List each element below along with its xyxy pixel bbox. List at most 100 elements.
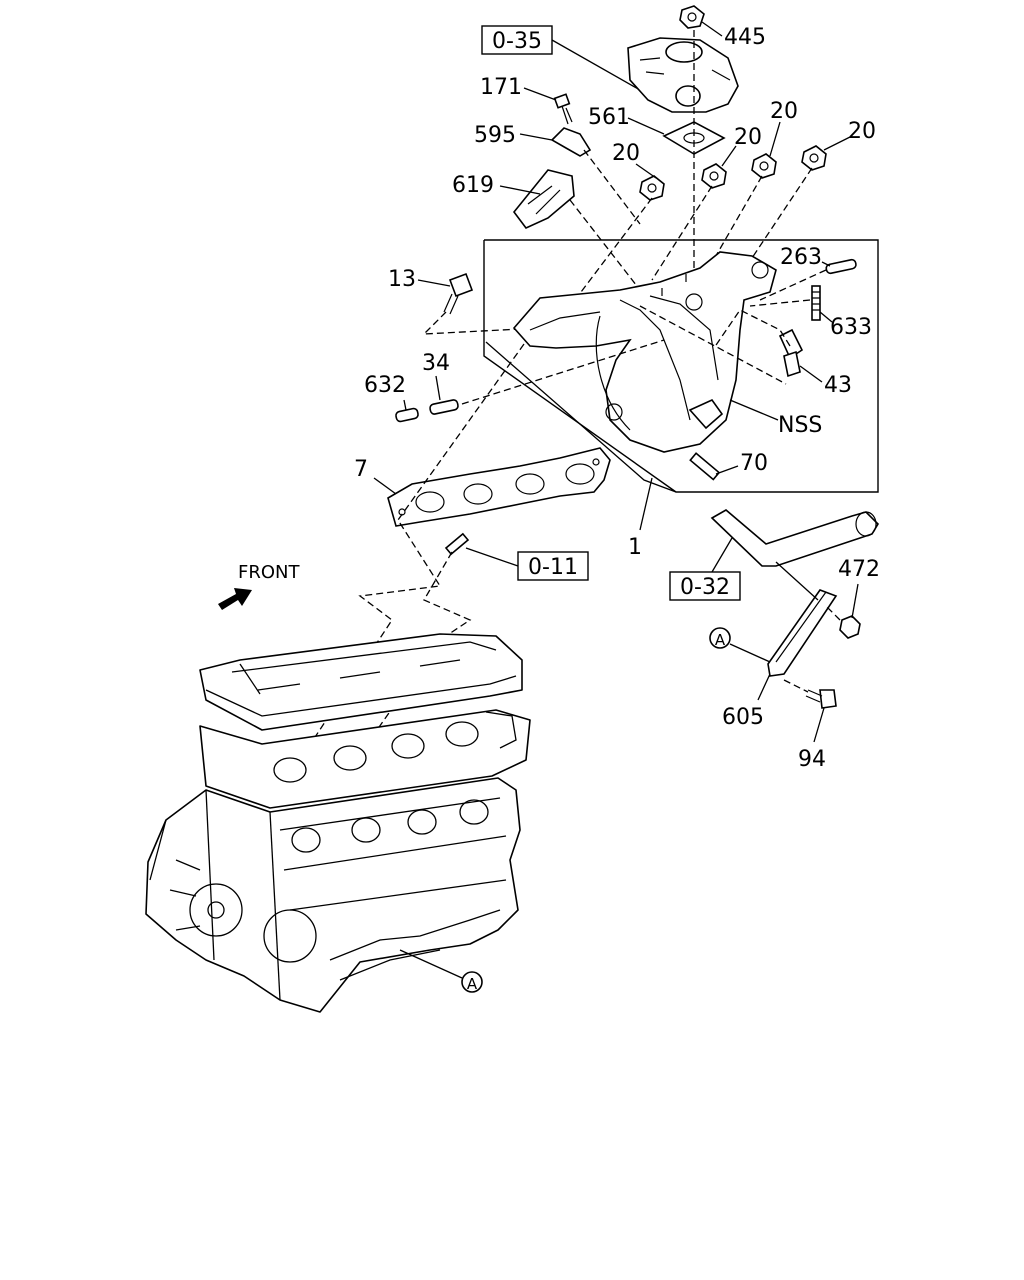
nut-20-b [701,163,727,189]
assembly-line-nut-a [577,197,653,297]
leader-70 [715,465,739,475]
leader-7 [373,477,397,495]
leader-605 [757,673,771,701]
callout-nss: NSS [778,413,822,438]
ref-box-0-32[interactable]: 0-32 [669,571,741,601]
gasket-7 [387,447,611,527]
nut-20-d [801,145,827,171]
throttle-body [627,37,739,113]
leader-595 [519,133,553,141]
bolt-13 [443,272,474,315]
callout-472: 472 [838,557,880,582]
leader-632 [403,399,407,411]
leader-nss [729,399,779,421]
leader-20-c [769,121,781,157]
leader-0-35 [551,39,641,91]
sensor-43 [778,328,804,378]
intake-manifold [512,251,777,453]
assembly-line-595 [583,149,641,225]
callout-171: 171 [480,75,522,100]
front-label: FRONT [238,562,300,583]
callout-20-b: 20 [734,125,762,150]
leader-0-11 [465,547,519,567]
ref-box-0-11-label: 0-11 [528,555,578,580]
assembly-line-43b [639,305,787,385]
leader-a-engine [399,949,463,979]
callout-619: 619 [452,173,494,198]
front-arrow-icon [218,588,252,610]
leader-263 [821,261,831,267]
marker-a-engine-label: A [467,975,478,993]
ref-box-0-11[interactable]: 0-11 [517,551,589,581]
callout-13: 13 [388,267,416,292]
leader-561 [627,117,665,135]
leader-a-bracket [729,643,771,663]
leader-pipe-to-bracket [775,561,819,601]
assembly-line-nut-b [651,185,713,281]
assembly-outline-box [483,239,879,493]
bracket-595 [550,127,592,157]
callout-20-c: 20 [770,99,798,124]
assembly-line-94 [783,679,809,693]
callout-561: 561 [588,105,630,130]
callout-445: 445 [724,25,766,50]
nut-20-c [751,153,777,179]
bolt-171 [553,93,573,125]
marker-a-bracket: A [709,627,731,649]
leader-472 [851,583,859,619]
engine-block [145,633,531,1013]
leader-171 [523,87,557,101]
leader-13 [417,279,451,287]
callout-263: 263 [780,245,822,270]
nut-20-a [639,175,665,201]
pin-34 [429,399,459,415]
callout-605: 605 [722,705,764,730]
callout-20-d: 20 [848,119,876,144]
callout-70: 70 [740,451,768,476]
nut-445 [679,5,705,29]
ref-box-0-32-label: 0-32 [680,575,730,600]
marker-a-engine: A [461,971,483,993]
pin-263 [825,258,857,275]
callout-94: 94 [798,747,826,772]
assembly-line-34 [461,339,665,405]
pin-632 [395,407,419,423]
gasket-561 [662,121,726,155]
stud-70 [689,452,721,481]
callout-633: 633 [830,315,872,340]
leader-94 [813,707,825,743]
stud-0-11 [444,532,470,556]
stud-633 [811,285,821,321]
callout-43: 43 [824,373,852,398]
leader-20-a [635,163,657,179]
callout-34: 34 [422,351,450,376]
callout-632: 632 [364,373,406,398]
callout-1: 1 [628,535,642,560]
assembly-line-619 [569,199,641,291]
assembly-line-263 [759,269,827,301]
marker-a-bracket-label: A [715,631,726,649]
leader-34 [435,375,441,401]
nut-472 [839,615,861,639]
leader-619 [499,185,541,195]
callout-595: 595 [474,123,516,148]
assembly-line-633 [749,299,811,307]
leader-43 [799,365,823,383]
bolt-94 [805,689,837,709]
ref-box-0-35[interactable]: 0-35 [481,25,553,55]
bracket-605 [767,589,838,677]
ref-box-0-35-label: 0-35 [492,29,542,54]
leader-633 [819,311,833,323]
pipe-0-32 [710,509,880,567]
leader-1 [639,477,653,531]
leader-20-d [823,135,853,151]
assembly-line-box-diagonal [485,341,677,493]
leader-445 [701,21,723,37]
hose-619 [512,169,575,229]
callout-20-a: 20 [612,141,640,166]
assembly-line-472 [825,605,841,621]
leader-20-b [721,145,737,167]
leader-0-32 [711,537,733,573]
callout-7: 7 [354,457,368,482]
